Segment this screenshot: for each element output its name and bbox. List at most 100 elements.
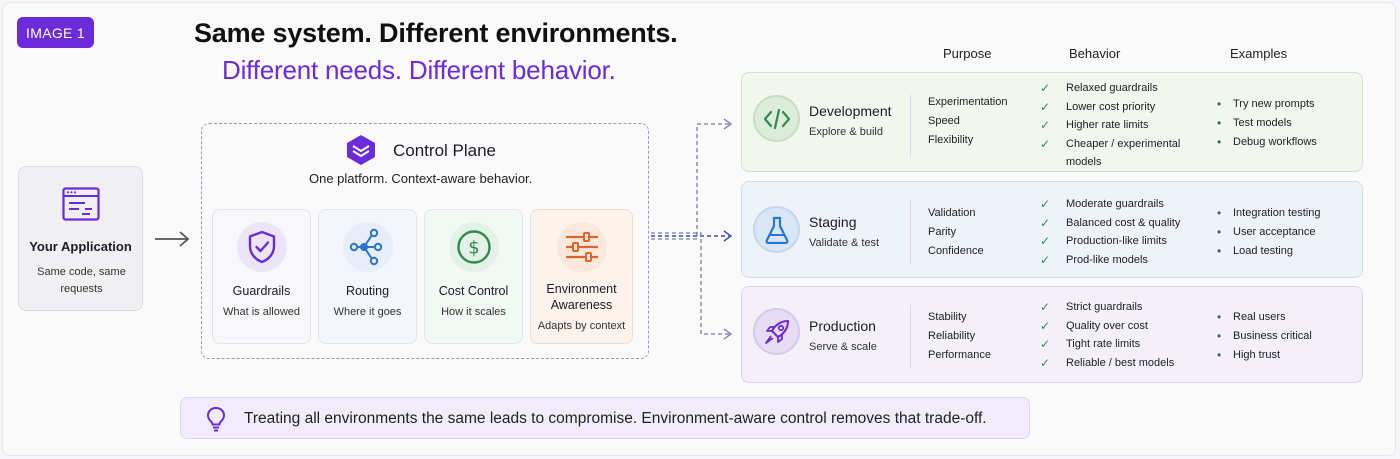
behavior-list: ✓ Moderate guardrails ✓ Balanced cost & qu…: [1040, 195, 1180, 269]
check-icon: ✓: [1040, 252, 1051, 267]
purpose-item: Confidence: [928, 245, 984, 257]
layers-icon: [345, 134, 377, 166]
bullet-icon: •: [1217, 348, 1222, 362]
sliders-icon: [556, 222, 607, 272]
check-icon: ✓: [1040, 318, 1051, 333]
bullet-icon: •: [1217, 310, 1222, 324]
card-subtitle: Where it goes: [333, 306, 402, 318]
environment-name: Development: [809, 103, 892, 119]
environment-subtitle: Explore & build: [809, 126, 883, 138]
behavior-list: ✓Strict guardrails ✓Quality over cost ✓T…: [1040, 298, 1174, 372]
card-title: Cost Control: [438, 284, 509, 298]
example-item: Test models: [1233, 117, 1292, 129]
sub-title: Different needs. Different behavior.: [222, 55, 616, 85]
example-item: Load testing: [1233, 245, 1293, 257]
image-badge: IMAGE 1: [17, 17, 94, 48]
lightbulb-icon: [205, 406, 227, 432]
behavior-item: Tight rate limits: [1066, 338, 1141, 350]
banner-text: Treating all environments the same leads…: [244, 410, 987, 427]
insight-banner: Treating all environments the same leads…: [180, 397, 1030, 439]
card-title: Environment: [546, 282, 617, 296]
purpose-item: Speed: [928, 115, 960, 127]
network-nodes-icon: [342, 222, 393, 272]
behavior-item: Prod-like models: [1066, 253, 1148, 266]
purpose-item: Performance: [928, 349, 991, 361]
application-subtitle: Same code, same requests: [37, 266, 126, 295]
routing-card: Routing Where it goes: [318, 209, 417, 344]
bullet-icon: •: [1217, 329, 1222, 343]
behavior-item: models: [1066, 156, 1102, 168]
behavior-item: Balanced cost & quality: [1066, 216, 1181, 229]
column-header-examples: Examples: [1230, 46, 1288, 61]
examples-list: •Try new prompts •Test models •Debug wor…: [1217, 95, 1317, 152]
environment-subtitle: Serve & scale: [809, 341, 877, 353]
card-title: Routing: [345, 284, 390, 298]
divider: [910, 305, 911, 369]
shield-check-icon: [236, 222, 287, 272]
application-card: Your Application Same code, same request…: [18, 166, 143, 311]
connector-arrows: [649, 118, 739, 343]
example-item: Business critical: [1233, 330, 1312, 342]
purpose-item: Flexibility: [928, 134, 974, 146]
behavior-item: Reliable / best models: [1066, 356, 1175, 369]
control-plane-title: Control Plane: [393, 141, 497, 160]
check-icon: ✓: [1040, 234, 1051, 248]
bullet-icon: •: [1217, 116, 1222, 130]
behavior-item: Strict guardrails: [1066, 301, 1143, 313]
control-plane-subtitle: One platform. Context-aware behavior.: [309, 171, 533, 186]
behavior-item: Higher rate limits: [1066, 119, 1149, 131]
environment-row-development: Development Explore & build Experimentat…: [741, 72, 1363, 172]
dollar-coin-icon: $: [448, 222, 499, 272]
control-plane-box: [201, 123, 649, 359]
example-item: High trust: [1233, 349, 1281, 361]
environment-name: Production: [809, 318, 876, 334]
application-title: Your Application: [29, 239, 132, 254]
rocket-icon: [753, 308, 800, 355]
purpose-list: Stability Reliability Performance: [928, 308, 991, 365]
example-item: Debug workflows: [1233, 136, 1317, 148]
check-icon: ✓: [1040, 118, 1051, 132]
environment-row-staging: Staging Validate & test Validation Parit…: [741, 181, 1363, 278]
behavior-item: Production-like limits: [1066, 235, 1167, 247]
behavior-item: Moderate guardrails: [1066, 198, 1164, 210]
example-item: User acceptance: [1233, 226, 1316, 238]
purpose-item: Parity: [928, 226, 957, 238]
cost-control-card: $ Cost Control How it scales: [424, 209, 523, 344]
divider: [910, 200, 911, 264]
check-icon: ✓: [1040, 215, 1051, 230]
purpose-item: Validation: [928, 207, 976, 219]
examples-list: •Integration testing •User acceptance •L…: [1217, 204, 1320, 261]
card-subtitle: How it scales: [441, 306, 506, 318]
purpose-item: Reliability: [928, 330, 976, 342]
environment-subtitle: Validate & test: [809, 237, 880, 249]
column-header-purpose: Purpose: [943, 46, 992, 61]
guardrails-card: Guardrails What is allowed: [212, 209, 311, 344]
purpose-list: Experimentation Speed Flexibility: [928, 93, 1008, 150]
check-icon: ✓: [1040, 99, 1051, 114]
card-title: Guardrails: [232, 284, 291, 298]
bullet-icon: •: [1217, 206, 1222, 220]
check-icon: ✓: [1040, 197, 1051, 211]
bullet-icon: •: [1217, 97, 1222, 111]
purpose-item: Stability: [928, 311, 967, 323]
behavior-item: Lower cost priority: [1066, 100, 1156, 113]
purpose-item: Experimentation: [928, 96, 1008, 108]
main-title: Same system. Different environments.: [194, 18, 678, 48]
browser-window-icon: [62, 187, 100, 221]
check-icon: ✓: [1040, 300, 1051, 314]
purpose-list: Validation Parity Confidence: [928, 204, 984, 261]
check-icon: ✓: [1040, 81, 1051, 95]
check-icon: ✓: [1040, 337, 1051, 351]
behavior-list: ✓ Relaxed guardrails ✓ Lower cost priority…: [1040, 79, 1180, 172]
environment-name: Staging: [809, 214, 857, 230]
divider: [910, 95, 911, 157]
arrow-right-icon: [154, 229, 190, 249]
behavior-item: Relaxed guardrails: [1066, 82, 1158, 94]
environment-awareness-card: Environment Awareness Adapts by context: [530, 209, 633, 344]
examples-list: •Real users •Business critical •High tru…: [1217, 308, 1312, 365]
bullet-icon: •: [1217, 225, 1222, 239]
check-icon: ✓: [1040, 355, 1051, 370]
bullet-icon: •: [1217, 135, 1222, 149]
bullet-icon: •: [1217, 244, 1222, 258]
flask-icon: [753, 206, 800, 253]
